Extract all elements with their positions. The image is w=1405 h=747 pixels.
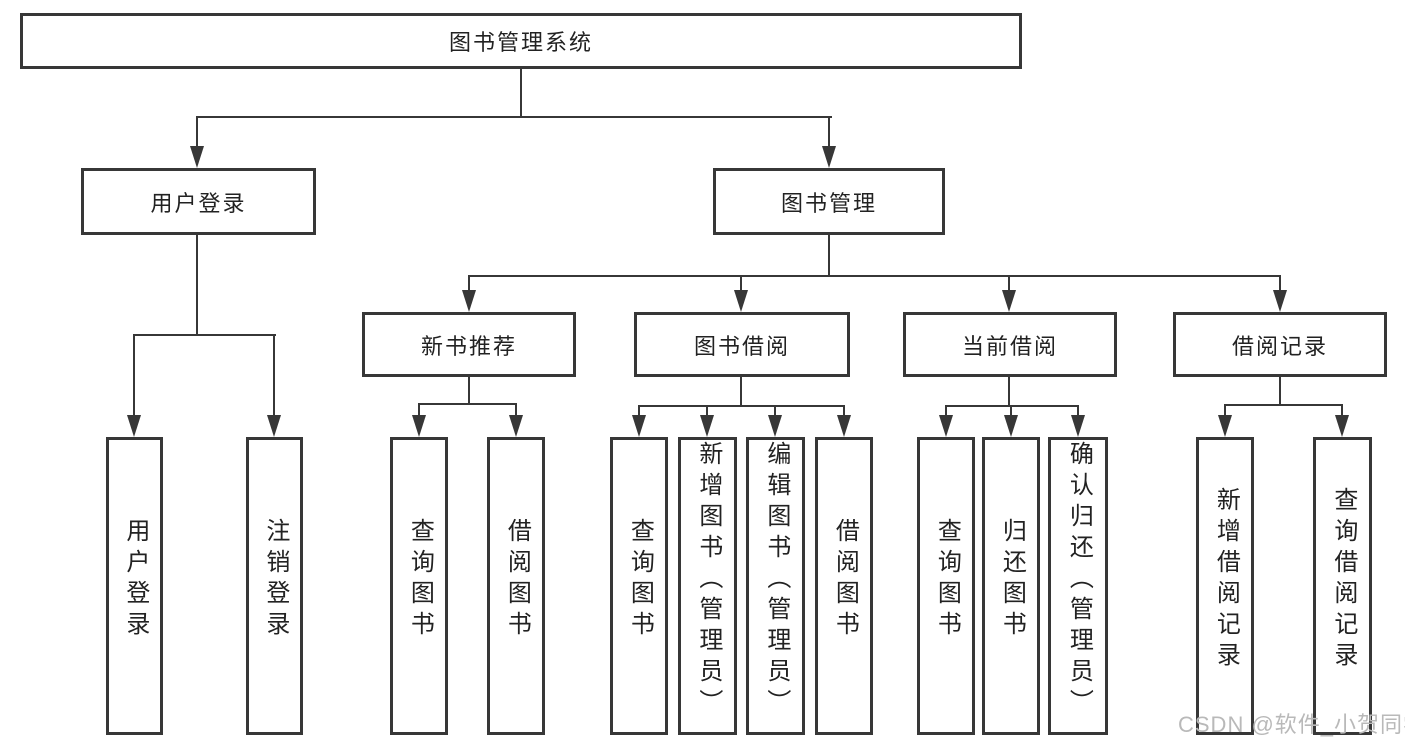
- connector-line: [706, 405, 708, 417]
- connector-line: [196, 116, 198, 150]
- connector-line: [133, 334, 135, 418]
- leaf-add-borrow-record: 新增借阅记录: [1196, 437, 1254, 735]
- connector-line: [196, 116, 832, 118]
- arrowhead-down-icon: [412, 415, 426, 437]
- connector-line: [774, 405, 776, 417]
- connector-line: [133, 334, 276, 336]
- leaf-confirm-return-admin-label: 确认归还（管理员）: [1065, 440, 1093, 720]
- node-book-borrowing-label: 图书借阅: [693, 333, 790, 359]
- leaf-edit-book-admin: 编辑图书（管理员）: [746, 437, 805, 735]
- node-root: 图书管理系统: [20, 13, 1022, 69]
- connector-line: [468, 275, 470, 293]
- node-user-login: 用户登录: [81, 168, 316, 235]
- node-user-login-label: 用户登录: [150, 190, 247, 216]
- connector-line: [828, 235, 830, 277]
- leaf-confirm-return-admin: 确认归还（管理员）: [1048, 437, 1108, 735]
- connector-line: [1077, 405, 1079, 417]
- connector-line: [1008, 377, 1010, 407]
- connector-line: [843, 405, 845, 417]
- leaf-borrow-books-label: 借阅图书: [831, 518, 859, 642]
- connector-line: [945, 405, 1079, 407]
- arrowhead-down-icon: [509, 415, 523, 437]
- arrowhead-down-icon: [1004, 415, 1018, 437]
- connector-line: [1279, 275, 1281, 293]
- leaf-query-books-current: 查询图书: [917, 437, 975, 735]
- leaf-borrow-books: 借阅图书: [815, 437, 873, 735]
- connector-line: [828, 116, 830, 150]
- leaf-add-book-admin: 新增图书（管理员）: [678, 437, 737, 735]
- node-root-label: 图书管理系统: [448, 30, 593, 55]
- leaf-query-books-current-label: 查询图书: [933, 518, 961, 642]
- connector-line: [638, 405, 844, 407]
- node-borrowing-records-label: 借阅记录: [1231, 333, 1328, 359]
- connector-line: [1224, 404, 1343, 406]
- connector-line: [740, 275, 742, 293]
- leaf-query-books-borrowing: 查询图书: [610, 437, 668, 735]
- connector-line: [1279, 377, 1281, 406]
- leaf-edit-book-admin-label: 编辑图书（管理员）: [762, 440, 790, 720]
- connector-line: [515, 403, 517, 417]
- connector-line: [1010, 405, 1012, 417]
- arrowhead-down-icon: [822, 146, 836, 168]
- connector-line: [468, 275, 1281, 277]
- leaf-return-books-label: 归还图书: [998, 518, 1026, 642]
- arrowhead-down-icon: [768, 415, 782, 437]
- arrowhead-down-icon: [190, 146, 204, 168]
- leaf-user-login: 用户登录: [106, 437, 163, 735]
- leaf-add-borrow-record-label: 新增借阅记录: [1212, 487, 1240, 673]
- connector-line: [1224, 404, 1226, 417]
- arrowhead-down-icon: [837, 415, 851, 437]
- arrowhead-down-icon: [1218, 415, 1232, 437]
- leaf-query-books-borrowing-label: 查询图书: [626, 518, 654, 642]
- connector-line: [945, 405, 947, 417]
- node-borrowing-records: 借阅记录: [1173, 312, 1387, 377]
- node-book-management-label: 图书管理: [780, 190, 877, 216]
- arrowhead-down-icon: [1071, 415, 1085, 437]
- node-new-book-recommend-label: 新书推荐: [420, 333, 517, 359]
- leaf-query-borrow-record: 查询借阅记录: [1313, 437, 1372, 735]
- arrowhead-down-icon: [1335, 415, 1349, 437]
- arrowhead-down-icon: [939, 415, 953, 437]
- connector-line: [1008, 275, 1010, 293]
- node-current-borrowing-label: 当前借阅: [961, 333, 1058, 359]
- connector-line: [638, 405, 640, 417]
- arrowhead-down-icon: [1273, 290, 1287, 312]
- node-book-borrowing: 图书借阅: [634, 312, 850, 377]
- connector-line: [468, 377, 470, 405]
- arrowhead-down-icon: [700, 415, 714, 437]
- node-book-management: 图书管理: [713, 168, 945, 235]
- leaf-return-books: 归还图书: [982, 437, 1040, 735]
- arrowhead-down-icon: [267, 415, 281, 437]
- leaf-logout-label: 注销登录: [261, 518, 289, 642]
- arrowhead-down-icon: [734, 290, 748, 312]
- node-new-book-recommend: 新书推荐: [362, 312, 576, 377]
- leaf-add-book-admin-label: 新增图书（管理员）: [694, 440, 722, 720]
- leaf-query-borrow-record-label: 查询借阅记录: [1329, 487, 1357, 673]
- csdn-watermark: CSDN @软件_小贺同学: [1178, 712, 1405, 737]
- connector-line: [196, 235, 198, 336]
- leaf-borrow-books-recommend: 借阅图书: [487, 437, 545, 735]
- leaf-query-books-recommend-label: 查询图书: [406, 518, 434, 642]
- arrowhead-down-icon: [462, 290, 476, 312]
- connector-line: [520, 69, 522, 118]
- arrowhead-down-icon: [632, 415, 646, 437]
- connector-line: [418, 403, 420, 417]
- connector-line: [1341, 404, 1343, 417]
- leaf-logout: 注销登录: [246, 437, 303, 735]
- leaf-query-books-recommend: 查询图书: [390, 437, 448, 735]
- connector-line: [273, 334, 275, 418]
- connector-line: [418, 403, 517, 405]
- leaf-user-login-label: 用户登录: [121, 518, 149, 642]
- arrowhead-down-icon: [127, 415, 141, 437]
- arrowhead-down-icon: [1002, 290, 1016, 312]
- connector-line: [740, 377, 742, 407]
- leaf-borrow-books-recommend-label: 借阅图书: [503, 518, 531, 642]
- node-current-borrowing: 当前借阅: [903, 312, 1117, 377]
